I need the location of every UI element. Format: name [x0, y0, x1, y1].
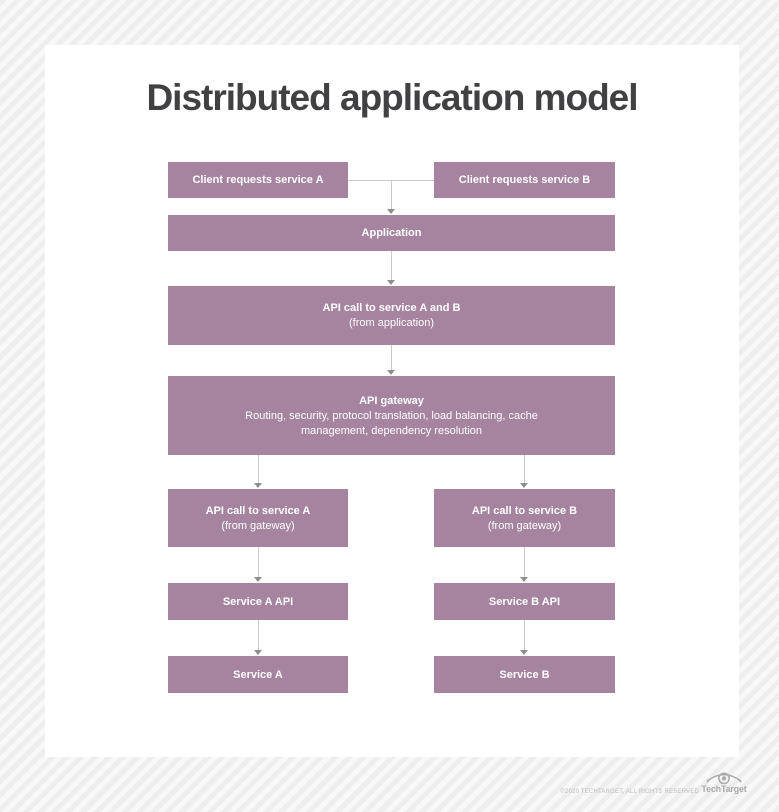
- copyright-text: ©2020 TECHTARGET, ALL RIGHTS RESERVED: [560, 789, 699, 795]
- node-api-call-a-and-b: API call to service A and B (from applic…: [168, 286, 615, 345]
- node-sublabel: Routing, security, protocol translation,…: [245, 409, 538, 437]
- node-label: Service B API: [488, 595, 561, 608]
- node-service-b: Service B: [434, 656, 615, 693]
- node-label: Service B: [499, 668, 550, 681]
- node-sublabel: (from gateway): [221, 519, 295, 532]
- diagram-title: Distributed application model: [146, 77, 638, 118]
- node-sublabel: (from gateway): [487, 519, 562, 532]
- node-service-a-api: Service A API: [168, 583, 348, 620]
- node-api-call-b: API call to service B (from gateway): [434, 489, 615, 547]
- arrowhead: [387, 370, 395, 375]
- connector-application-to-api-call: [391, 345, 392, 370]
- node-label: API call to service A: [205, 504, 311, 517]
- node-api-call-a: API call to service A (from gateway): [168, 489, 348, 547]
- node-label: Service A API: [222, 595, 294, 608]
- node-client-requests-b: Client requests service B: [434, 162, 615, 198]
- connector-clients-to-application: [391, 180, 392, 209]
- diagram-card: Distributed application model Client req…: [45, 45, 739, 757]
- node-label: API call to service B: [471, 504, 578, 517]
- eye-target-icon: [706, 772, 742, 785]
- techtarget-wordmark: TechTarget: [701, 784, 747, 794]
- node-label: Service A: [233, 668, 283, 681]
- node-service-b-api: Service B API: [434, 583, 615, 620]
- node-label: API call to service A and B: [322, 302, 461, 314]
- node-api-gateway: API gateway Routing, security, protocol …: [168, 376, 615, 455]
- techtarget-logo: TechTarget: [701, 767, 747, 794]
- node-client-requests-a: Client requests service A: [168, 162, 348, 198]
- node-application: Application: [168, 215, 615, 251]
- node-label: Application: [361, 227, 422, 239]
- node-label: API gateway: [359, 394, 424, 407]
- arrowhead: [387, 209, 395, 214]
- node-service-a: Service A: [168, 656, 348, 693]
- node-sublabel: (from application): [349, 317, 434, 329]
- node-label: Client requests service B: [458, 174, 591, 186]
- node-label: Client requests service A: [192, 174, 324, 186]
